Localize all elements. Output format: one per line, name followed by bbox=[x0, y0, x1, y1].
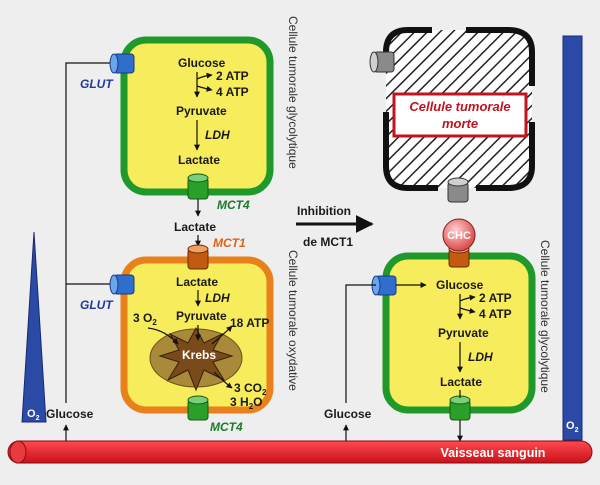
svg-text:de MCT1: de MCT1 bbox=[303, 235, 353, 249]
glut-transporter-right bbox=[371, 275, 397, 296]
svg-text:CHC: CHC bbox=[447, 230, 471, 242]
mct1-label: MCT1 bbox=[213, 236, 246, 250]
glut-transporter-bottom bbox=[109, 274, 135, 295]
svg-text:2 ATP: 2 ATP bbox=[479, 291, 512, 305]
svg-text:O2: O2 bbox=[566, 420, 579, 434]
grey-cylinder-icon bbox=[369, 51, 395, 73]
green-cylinder-icon bbox=[187, 173, 209, 183]
svg-text:4 ATP: 4 ATP bbox=[216, 85, 249, 99]
cell-top-left-side-label: Cellule tumorale glycolytique bbox=[286, 16, 300, 169]
svg-text:Lactate: Lactate bbox=[440, 375, 482, 389]
lactate-exchange-label: Lactate bbox=[174, 220, 216, 234]
cell-right-side-label: Cellule tumorale glycolytique bbox=[538, 240, 552, 393]
cell-bottom-left-side-label: Cellule tumorale oxydative bbox=[286, 250, 300, 391]
svg-text:MCT4: MCT4 bbox=[210, 420, 243, 434]
blue-cylinder-icon bbox=[109, 274, 119, 295]
mct1-transporter bbox=[187, 244, 209, 270]
svg-text:3 CO2: 3 CO2 bbox=[234, 381, 267, 397]
glucose-right-label: Glucose bbox=[324, 407, 372, 421]
svg-text:18 ATP: 18 ATP bbox=[230, 316, 269, 330]
oxygen-gradient-left: O2 bbox=[21, 231, 47, 423]
red-sphere-icon bbox=[442, 218, 476, 252]
svg-text:LDH: LDH bbox=[205, 291, 230, 305]
cell-dead: Cellule tumorale morte bbox=[369, 27, 535, 203]
glucose-label: Glucose bbox=[178, 56, 226, 70]
grey-cylinder-icon bbox=[447, 177, 469, 203]
glucose-supply-right: Glucose bbox=[324, 284, 376, 441]
inhibition-arrow: Inhibition de MCT1 bbox=[296, 204, 374, 249]
cell-glycolytic-top-left: Cellule tumorale glycolytique GLUT Gluco… bbox=[80, 16, 300, 212]
svg-text:Glucose: Glucose bbox=[436, 278, 484, 292]
glucose-left-label: Glucose bbox=[46, 407, 94, 421]
svg-text:2 ATP: 2 ATP bbox=[216, 69, 249, 83]
glucose-supply-left: Glucose bbox=[46, 60, 167, 441]
cell-oxidative-bottom-left: Cellule tumorale oxydative MCT1 GLUT Lac… bbox=[80, 236, 300, 434]
svg-text:4 ATP: 4 ATP bbox=[479, 307, 512, 321]
svg-text:3 H2O: 3 H2O bbox=[230, 395, 262, 411]
svg-text:Inhibition: Inhibition bbox=[297, 204, 351, 218]
atp-consumed-arrow bbox=[196, 85, 213, 92]
svg-text:O2: O2 bbox=[27, 408, 40, 422]
svg-text:LDH: LDH bbox=[205, 128, 230, 142]
vessel-label: Vaisseau sanguin bbox=[441, 446, 546, 460]
svg-text:Krebs: Krebs bbox=[182, 348, 216, 362]
svg-text:morte: morte bbox=[442, 116, 478, 131]
glut-transporter-top bbox=[109, 53, 135, 74]
svg-text:Pyruvate: Pyruvate bbox=[176, 309, 227, 323]
blood-vessel: Vaisseau sanguin bbox=[7, 440, 593, 464]
cell-glycolytic-right: Cellule tumorale glycolytique CHC Glucos… bbox=[371, 218, 552, 442]
svg-text:3 O2: 3 O2 bbox=[133, 311, 157, 327]
glut-label-bottom: GLUT bbox=[80, 298, 114, 312]
glut-label-top: GLUT bbox=[80, 77, 114, 91]
atp-produced-arrow bbox=[196, 72, 213, 80]
chc-inhibitor: CHC bbox=[442, 218, 476, 252]
triangle-wedge-icon bbox=[21, 231, 47, 423]
mct4-transporter-right bbox=[449, 395, 471, 421]
svg-text:Cellule tumorale: Cellule tumorale bbox=[409, 99, 510, 114]
svg-text:LDH: LDH bbox=[468, 350, 493, 364]
svg-text:MCT4: MCT4 bbox=[217, 198, 250, 212]
svg-text:Pyruvate: Pyruvate bbox=[438, 326, 489, 340]
blue-cylinder-icon bbox=[109, 53, 119, 74]
orange-cylinder-icon bbox=[187, 244, 209, 254]
oxygen-bar-right: O2 bbox=[562, 35, 583, 441]
svg-text:Lactate: Lactate bbox=[176, 275, 218, 289]
mct4-transporter-bottom bbox=[187, 395, 209, 421]
mct4-transporter-top bbox=[187, 173, 209, 200]
green-cylinder-icon bbox=[187, 395, 209, 405]
svg-text:Lactate: Lactate bbox=[178, 153, 220, 167]
svg-text:Pyruvate: Pyruvate bbox=[176, 104, 227, 118]
